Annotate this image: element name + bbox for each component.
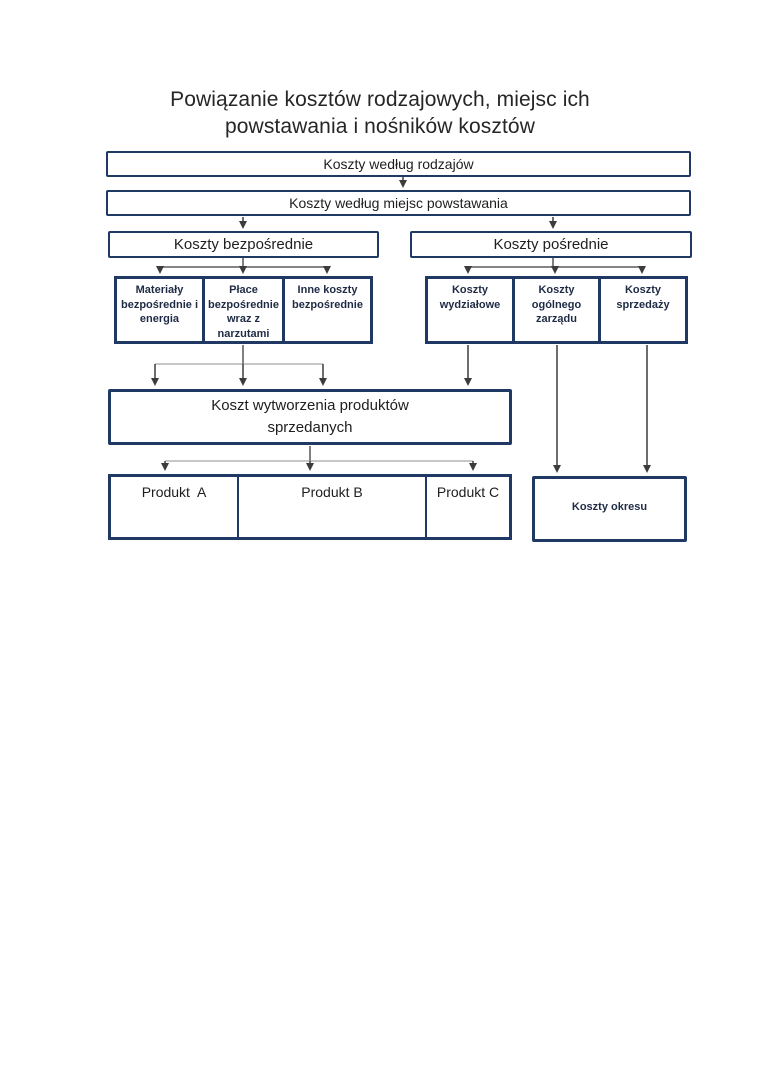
node-koszty-wedlug-rodzajow: Koszty według rodzajów	[106, 151, 691, 177]
node-label: Koszty pośrednie	[493, 236, 609, 253]
node-label: Koszty według miejsc powstawania	[289, 195, 508, 211]
node-materialy-bezposrednie: Materiały bezpośrednie i energia	[120, 284, 199, 325]
node-produkt-a: Produkt A	[141, 484, 207, 500]
node-koszty-ogolnego-zarzadu: Koszty ogólnego zarządu	[512, 279, 598, 341]
node-koszty-wydzialowe: Koszty wydziałowe	[439, 284, 501, 311]
group-koszty-posrednie-detail: Koszty wydziałowe Koszty ogólnego zarząd…	[425, 276, 688, 344]
diagram-title-line1: Powiązanie kosztów rodzajowych, miejsc i…	[170, 88, 590, 111]
diagram-title-line2: powstawania i nośników kosztów	[225, 115, 535, 138]
node-label: Koszty według rodzajów	[323, 156, 474, 172]
node-koszty-bezposrednie: Koszty bezpośrednie	[108, 231, 379, 258]
node-koszty-wedlug-miejsc-powstawania: Koszty według miejsc powstawania	[106, 190, 691, 216]
group-produkty: Produkt A Produkt B Produkt C	[108, 474, 512, 540]
node-koszty-posrednie: Koszty pośrednie	[410, 231, 692, 258]
diagram-title: Powiązanie kosztów rodzajowych, miejsc i…	[0, 86, 760, 140]
node-koszt-wytworzenia: Koszt wytworzenia produktów sprzedanych	[108, 389, 512, 445]
node-produkt-c: Produkt C	[425, 477, 509, 537]
node-produkt-b: Produkt B	[237, 477, 425, 537]
node-koszty-okresu: Koszty okresu	[532, 476, 687, 542]
group-koszty-bezposrednie-detail: Materiały bezpośrednie i energia Płace b…	[114, 276, 373, 344]
node-label: Koszty okresu	[571, 501, 648, 513]
node-koszty-sprzedazy: Koszty sprzedaży	[598, 279, 685, 341]
node-label: Koszty bezpośrednie	[173, 236, 314, 253]
node-label: Koszt wytworzenia produktów sprzedanych	[211, 397, 409, 436]
node-inne-koszty-bezposrednie: Inne koszty bezpośrednie	[282, 279, 370, 341]
node-place-bezposrednie: Płace bezpośrednie wraz z narzutami	[202, 279, 282, 341]
